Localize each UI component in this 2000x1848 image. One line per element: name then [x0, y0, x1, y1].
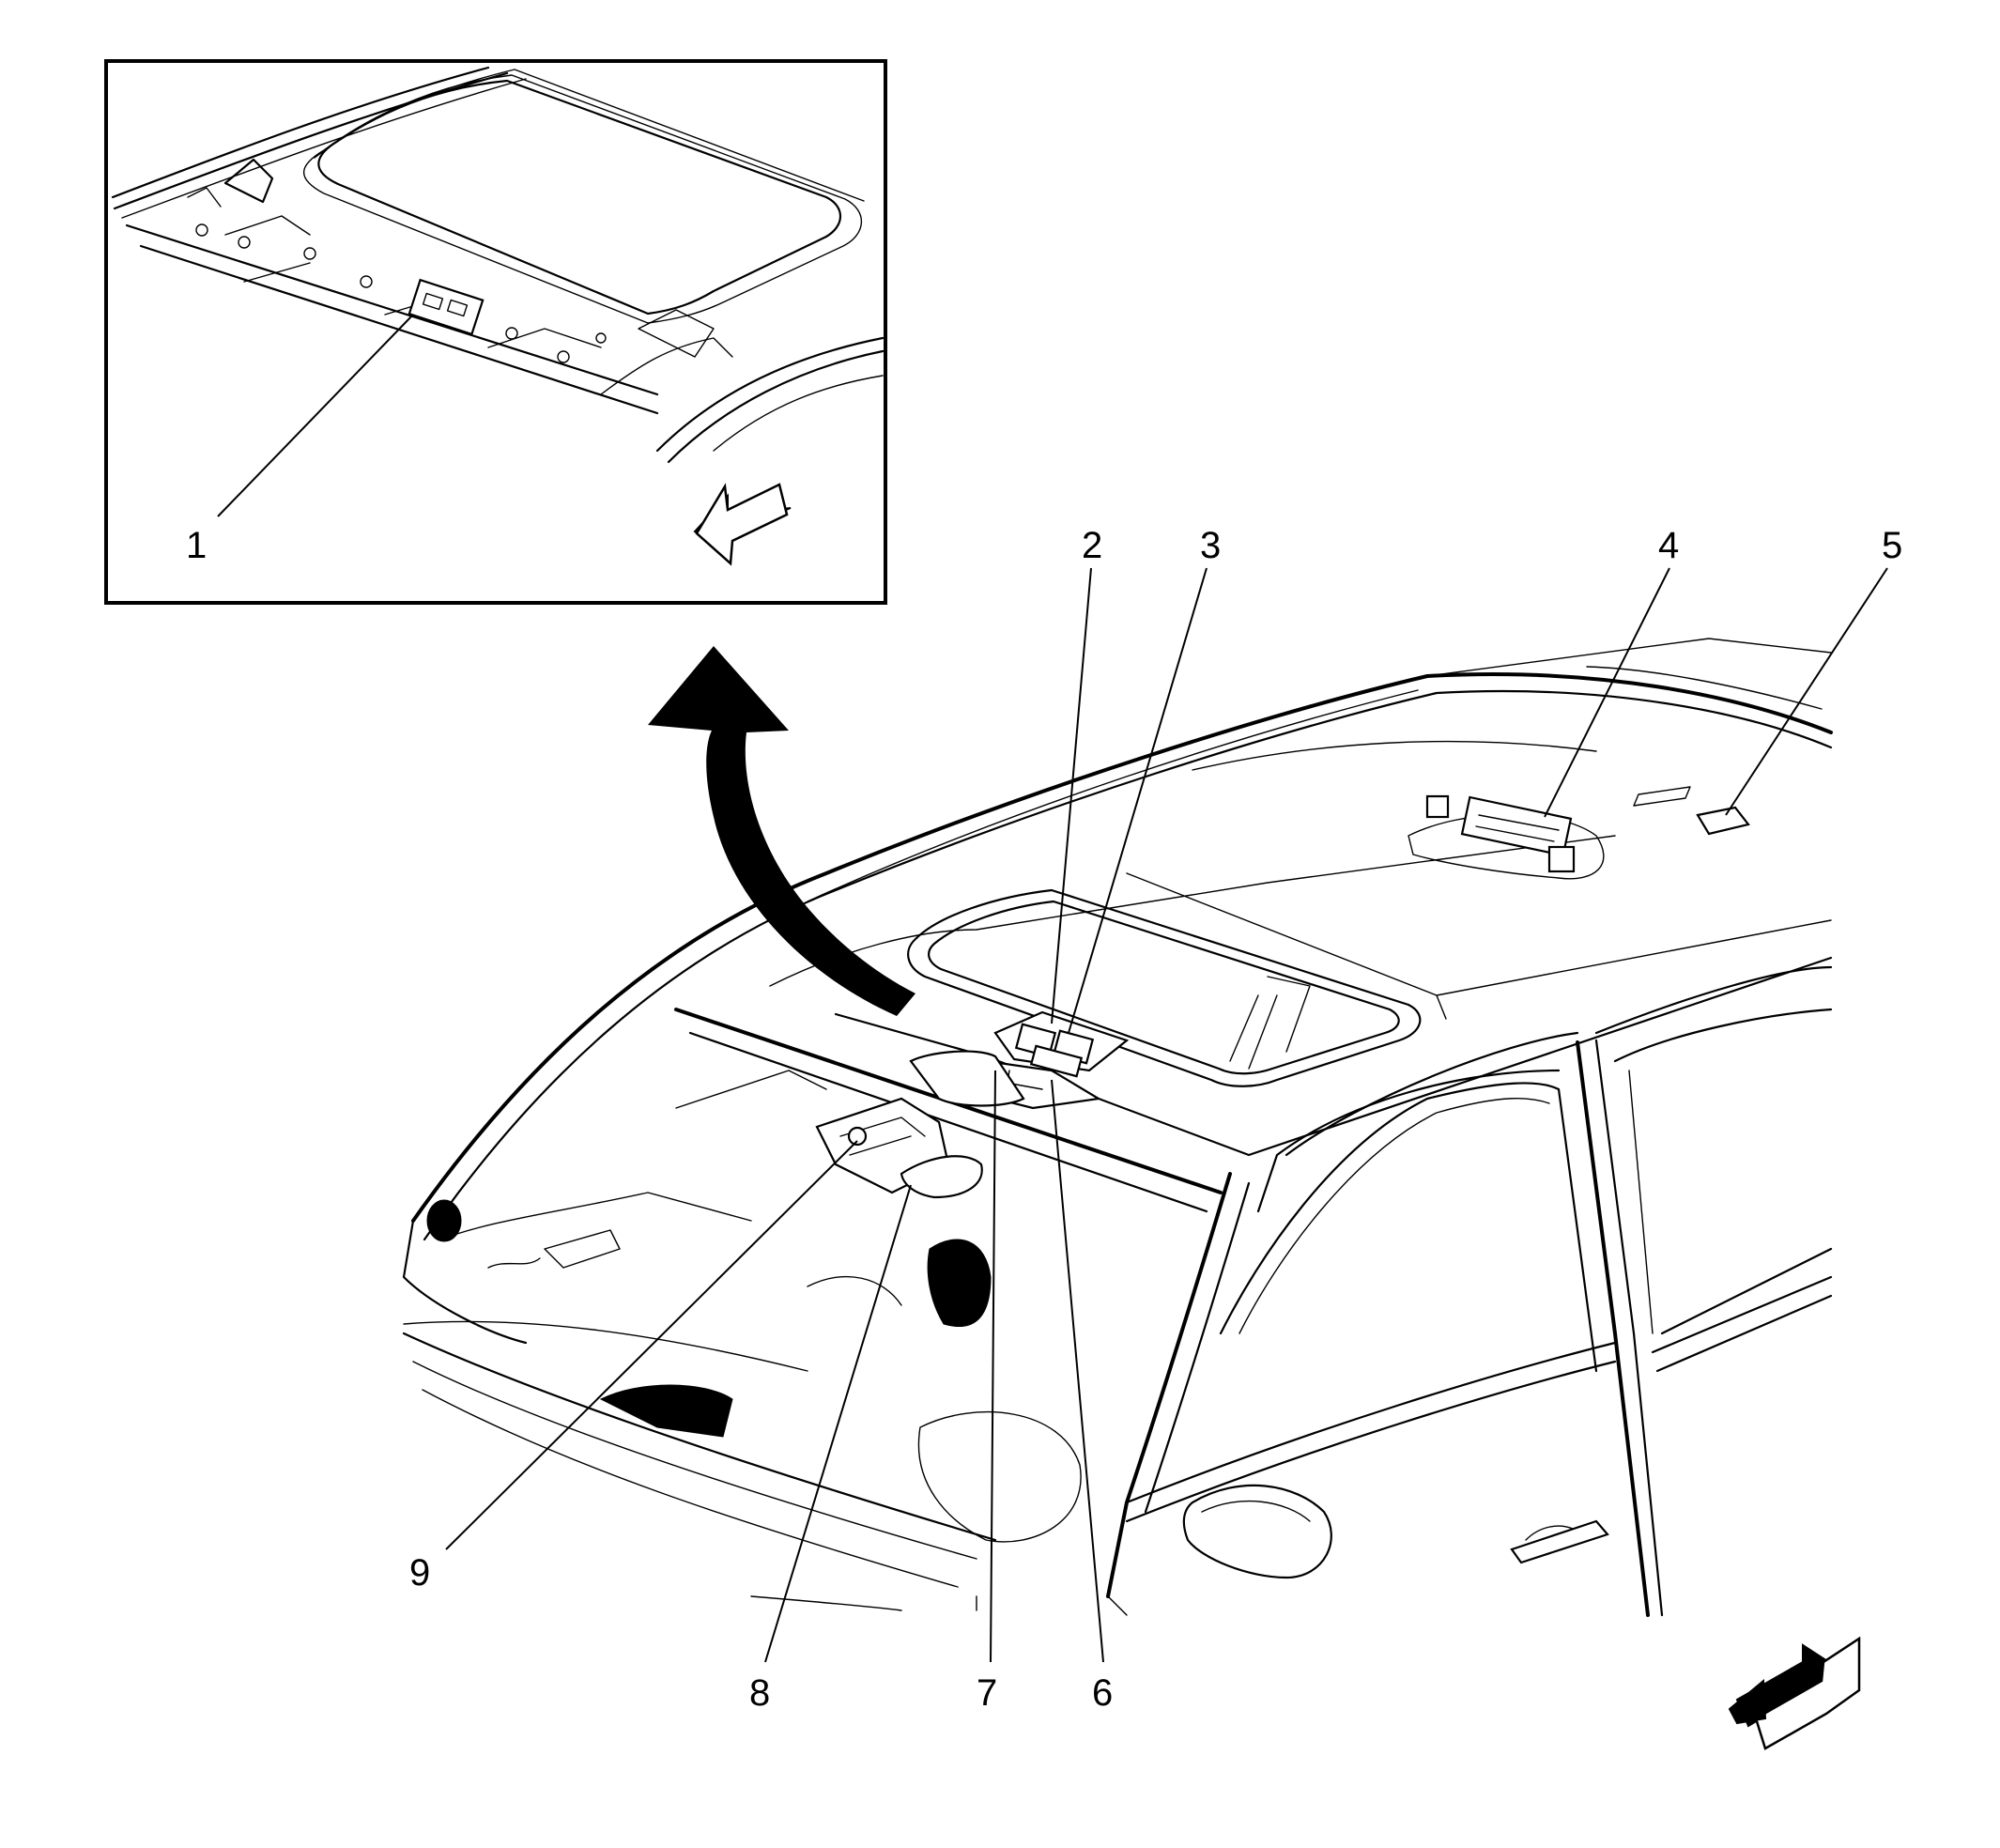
callout-1: 1: [186, 525, 207, 566]
rearview-mirror-mount: [815, 1097, 983, 1199]
side-mirror: [1182, 1484, 1332, 1579]
front-direction-arrow-icon: [1728, 1636, 1861, 1750]
callout-7: 7: [977, 1672, 997, 1714]
curved-detail-arrow-icon: [648, 646, 915, 1016]
callout-2: 2: [1082, 525, 1102, 566]
front-direction-arrow-icon: [693, 483, 792, 566]
callout-5: 5: [1882, 525, 1902, 566]
callout-6: 6: [1092, 1672, 1113, 1714]
callout-4: 4: [1658, 525, 1679, 566]
inset-detail-view: [104, 59, 887, 605]
vehicle-roof-view: [402, 638, 1833, 1617]
sunroof-opening: [907, 888, 1422, 1087]
overhead-console-module: [408, 278, 485, 336]
leader-lines: [217, 314, 1888, 1663]
rear-roof-component: [1633, 786, 1750, 836]
front-overhead-console-cluster: [909, 1010, 1130, 1110]
callout-9: 9: [409, 1552, 430, 1594]
rear-console-module: [1408, 794, 1605, 880]
callout-3: 3: [1200, 525, 1221, 566]
callout-8: 8: [749, 1672, 770, 1714]
door-handle: [1510, 1519, 1609, 1564]
callout-labels: 1 2 3 4 5 6 7 8 9: [186, 525, 1902, 1714]
